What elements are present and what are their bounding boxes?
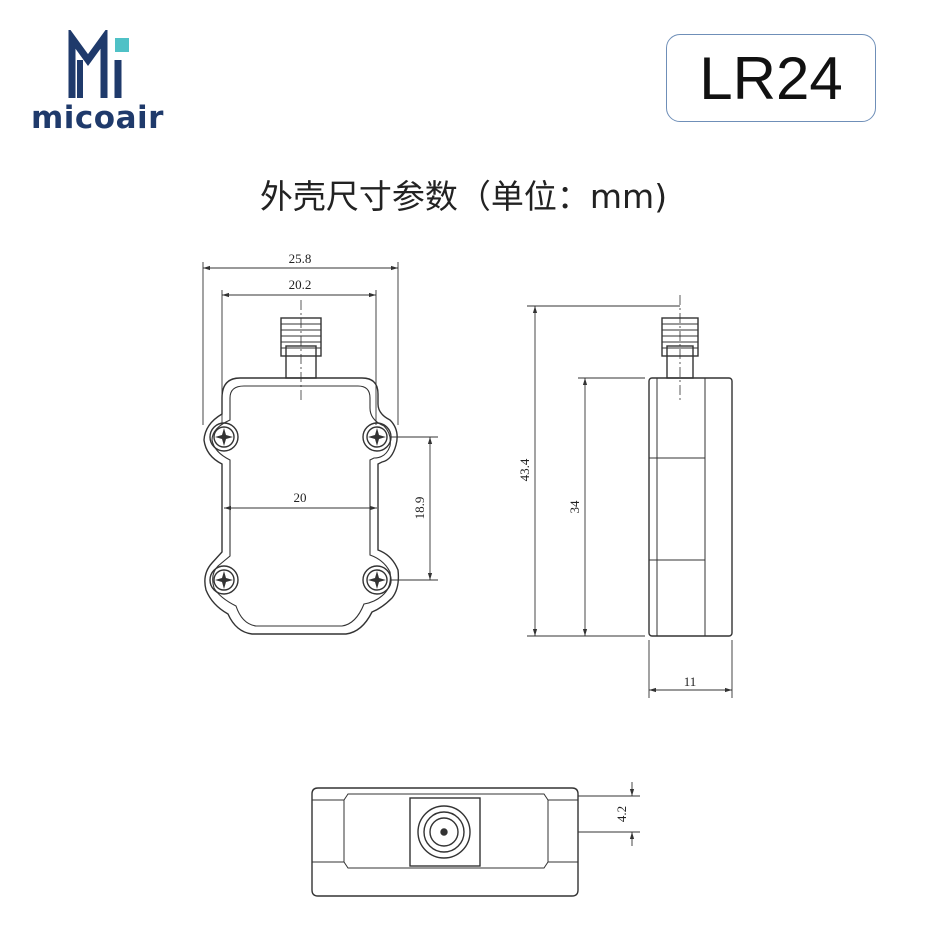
bottom-view [311,787,579,897]
dim-thickness: 11 [684,674,697,689]
micoair-logo-icon [68,30,129,98]
dim-front-inner-width: 20.2 [289,277,312,292]
front-shell-outline [203,377,400,635]
page-title: 外壳尺寸参数（单位：mm) [259,177,668,216]
dim-hole-spacing-y: 18.9 [412,497,427,520]
dim-connector-offset: 4.2 [614,806,629,822]
dim-hole-spacing-x: 20 [294,490,307,505]
side-body [648,377,733,637]
screw-hole-bottom-right [362,565,392,595]
connector-pin [440,828,448,836]
dim-body-height: 34 [567,500,582,514]
screw-hole-top-right [362,422,392,452]
front-view [203,300,400,635]
model-badge: LR24 [666,34,876,122]
screw-hole-top-left [209,422,239,452]
brand-wordmark: micoair [31,100,164,136]
side-view [648,295,733,637]
connector-port-box [409,797,481,867]
dim-front-outer-width: 25.8 [289,251,312,266]
dim-total-height: 43.4 [517,458,532,481]
screw-hole-bottom-left [209,565,239,595]
